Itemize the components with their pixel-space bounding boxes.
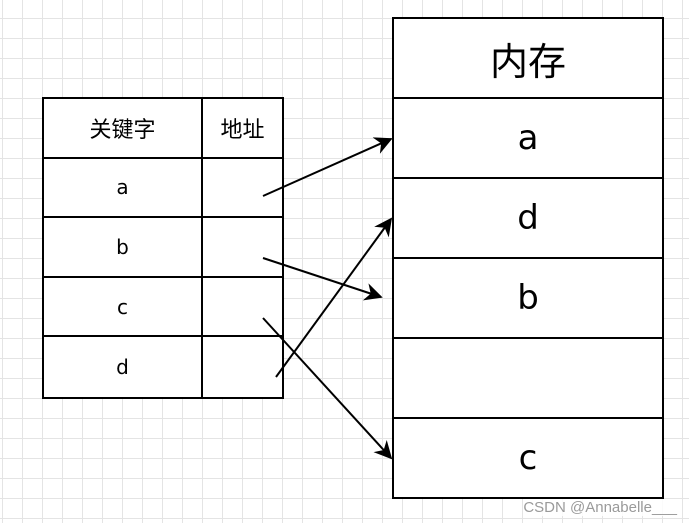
memory-slot-1: a	[394, 99, 662, 179]
arrow-d-to-slot-d	[275, 217, 393, 378]
memory-title: 内存	[394, 19, 662, 99]
memory-slot-5: c	[518, 438, 538, 478]
header-address: 地址	[203, 99, 282, 159]
watermark-text: CSDN @Annabelle___	[523, 499, 677, 516]
row-address-a	[203, 159, 282, 219]
memory-slot-4	[394, 339, 662, 419]
arrow-c-to-slot-c	[262, 317, 393, 460]
row-key-a: a	[44, 158, 203, 219]
arrow-b-to-slot-b	[262, 257, 383, 301]
row-key-c: c	[44, 277, 203, 338]
memory-slot-3: b	[394, 259, 662, 339]
row-address-c	[203, 278, 282, 338]
row-key-b: b	[44, 218, 203, 278]
header-key: 关键字	[44, 99, 203, 159]
memory-block: 内存 a d b c	[392, 17, 664, 499]
row-address-b	[203, 218, 282, 278]
row-key-d: d	[44, 337, 203, 397]
index-table: 关键字 地址 a b c d	[42, 97, 284, 399]
memory-slot-2: d	[394, 179, 662, 259]
arrow-a-to-slot-a	[262, 137, 393, 197]
